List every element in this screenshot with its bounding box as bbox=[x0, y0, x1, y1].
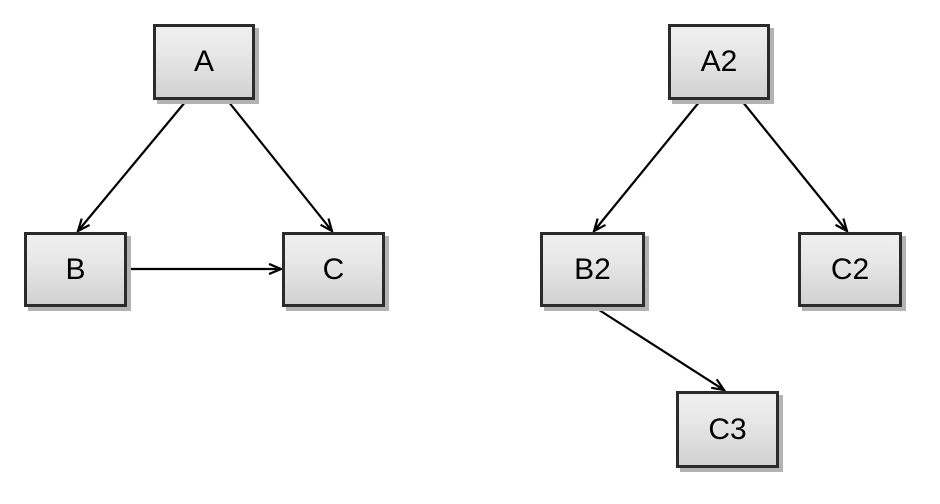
node-label: C2 bbox=[830, 252, 870, 286]
node-label: C bbox=[322, 252, 345, 286]
node-label: A2 bbox=[700, 45, 738, 78]
node-b[interactable]: B bbox=[24, 232, 127, 307]
arrowhead-icon bbox=[592, 218, 607, 234]
edge-a-to-b bbox=[76, 100, 187, 234]
node-a2[interactable]: A2 bbox=[668, 24, 770, 100]
edge-line bbox=[595, 307, 725, 391]
edge-line bbox=[741, 100, 848, 232]
edge-a-to-c bbox=[227, 100, 334, 234]
edge-a2-to-c2 bbox=[741, 100, 849, 234]
node-label: A bbox=[193, 45, 214, 78]
arrowhead-icon bbox=[320, 218, 334, 234]
node-b2[interactable]: B2 bbox=[540, 232, 645, 307]
node-label: C3 bbox=[708, 412, 747, 446]
edge-line bbox=[593, 100, 701, 232]
arrowhead-icon bbox=[711, 378, 727, 392]
node-c[interactable]: C bbox=[282, 232, 385, 307]
node-label: B2 bbox=[574, 252, 611, 286]
edge-line bbox=[77, 100, 187, 232]
node-c2[interactable]: C2 bbox=[798, 232, 902, 307]
node-a[interactable]: A bbox=[153, 24, 255, 100]
edge-b-to-c bbox=[128, 262, 284, 276]
arrowhead-icon bbox=[76, 218, 91, 234]
node-c3[interactable]: C3 bbox=[676, 391, 779, 468]
edge-line bbox=[227, 100, 333, 232]
arrowhead-icon bbox=[835, 218, 849, 234]
arrowhead-icon bbox=[268, 262, 284, 276]
edge-a2-to-b2 bbox=[592, 100, 701, 234]
node-label: B bbox=[65, 252, 86, 286]
edge-b2-to-c3 bbox=[595, 307, 727, 392]
